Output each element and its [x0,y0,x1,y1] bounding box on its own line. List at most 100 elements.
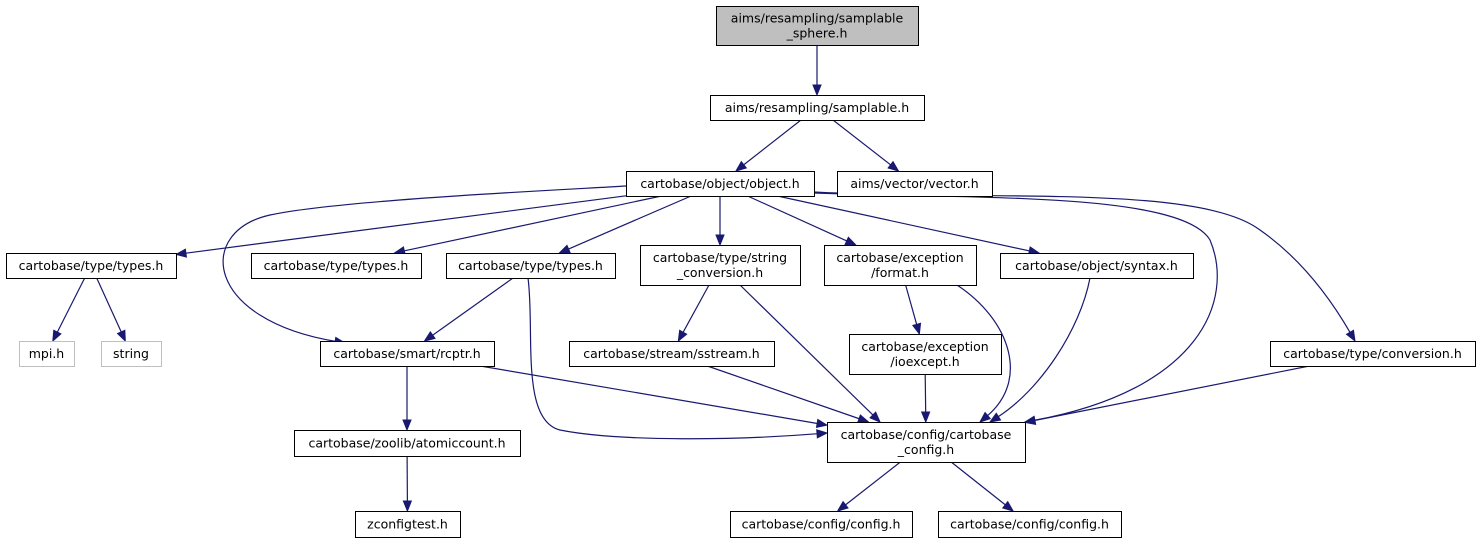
node-box [938,511,1122,538]
edge-line [431,277,514,337]
edge-object-to-cbconfig [813,191,1218,425]
edge-line [747,195,848,242]
node-label: cartobase/object/object.h [640,176,799,191]
edge-samplable-to-vector [832,119,900,172]
edge-line [184,195,627,254]
node-sphere[interactable]: aims/resampling/samplable_sphere.h [716,6,919,46]
node-label: _conversion.h [676,265,763,280]
node-label: zconfigtest.h [367,517,448,532]
edge-line [707,365,861,420]
node-types2[interactable]: cartobase/type/types.h [251,253,422,279]
node-types3[interactable]: cartobase/type/types.h [446,253,616,279]
edge-line [222,185,627,343]
node-label: cartobase/config/cartobase [841,427,1012,442]
node-label: aims/resampling/samplable.h [725,100,909,115]
node-box [355,511,461,538]
edge-arrowhead [844,236,858,246]
edge-object-to-format [747,195,858,246]
node-label: cartobase/zoolib/atomiccount.h [308,436,505,451]
node-sstream[interactable]: cartobase/stream/sstream.h [569,341,775,367]
node-cbconfig[interactable]: cartobase/config/cartobase_config.h [827,422,1026,463]
edge-conversion-to-cbconfig [1023,365,1310,425]
edge-arrowhead [558,244,571,254]
edge-arrowhead [836,500,849,512]
node-label: mpi.h [29,346,64,361]
edge-line [1033,365,1310,422]
node-label: cartobase/smart/rcptr.h [333,346,480,361]
node-strconv[interactable]: cartobase/type/string_conversion.h [640,245,801,286]
edge-line [813,191,1218,421]
node-box [19,341,75,367]
edge-arrowhead [920,411,931,424]
edge-arrowhead [815,418,829,429]
node-vector[interactable]: aims/vector/vector.h [837,171,993,197]
node-box [824,245,977,286]
node-label: string [113,346,149,361]
node-label: _sphere.h [786,26,848,41]
edge-object-to-types2 [393,195,662,256]
edge-arrowhead [715,234,725,247]
node-box [640,245,801,286]
nodes-layer: aims/resampling/samplable_sphere.h aims/r… [6,6,1476,538]
node-label: cartobase/type/types.h [264,258,409,273]
edge-line [956,284,1011,417]
edge-arrowhead [116,329,126,343]
node-zconfig[interactable]: zconfigtest.h [355,511,461,538]
node-ioexcept[interactable]: cartobase/exception/ioexcept.h [849,334,1002,375]
node-label: cartobase/type/types.h [19,258,164,273]
node-label: /format.h [871,265,929,280]
edge-arrowhead [978,411,992,423]
node-box [294,430,521,457]
edge-object-to-strconv [715,196,725,247]
edge-rcptr-to-cbconfig [480,365,829,429]
edge-line [527,277,819,440]
edge-arrowhead [52,329,62,343]
node-format[interactable]: cartobase/exception/format.h [824,245,977,286]
edge-format-to-ioexcept [905,284,922,336]
node-box [730,511,913,538]
edge-arrowhead [911,322,922,336]
node-config2[interactable]: cartobase/config/config.h [938,511,1122,538]
edge-arrowhead [869,411,881,423]
node-label: cartobase/config/config.h [742,517,901,532]
edge-line [905,284,918,326]
edge-line [777,195,1031,252]
node-rcptr[interactable]: cartobase/smart/rcptr.h [320,341,495,367]
node-label: cartobase/type/string [653,250,787,265]
node-string: string [101,341,162,367]
node-box [1000,253,1194,279]
node-samplable[interactable]: aims/resampling/samplable.h [710,95,925,121]
edge-sstream-to-cbconfig [707,365,870,424]
edge-line [924,373,927,414]
node-types1[interactable]: cartobase/type/types.h [6,253,177,279]
node-box [320,341,495,367]
edge-arrowhead [677,329,688,343]
edge-arrowhead [816,429,829,439]
edge-types3-to-rcptr [423,277,514,342]
edge-arrowhead [1023,415,1037,425]
edge-arrowhead [857,414,870,424]
node-atomic[interactable]: cartobase/zoolib/atomiccount.h [294,430,521,457]
edge-arrowhead [1345,329,1356,343]
edge-object-to-types3 [558,195,692,254]
edge-arrowhead [402,419,412,432]
edge-arrowhead [887,160,900,172]
node-box [1270,341,1476,367]
node-config1[interactable]: cartobase/config/config.h [730,511,913,538]
node-syntax[interactable]: cartobase/object/syntax.h [1000,253,1194,279]
node-mpi: mpi.h [19,341,75,367]
edge-line [742,119,802,166]
edge-line [56,277,86,334]
edge-arrowhead [174,248,188,258]
edge-object-to-types1 [174,195,627,258]
node-conversion[interactable]: cartobase/type/conversion.h [1270,341,1476,367]
edge-arrowhead [1001,500,1015,512]
node-label: cartobase/config/config.h [950,517,1109,532]
edge-arrowhead [423,331,436,342]
edge-types3-to-cbconfig [527,277,829,440]
node-label: cartobase/stream/sstream.h [583,346,759,361]
edges-layer [52,45,1356,513]
node-box [626,171,815,197]
node-object[interactable]: cartobase/object/object.h [626,171,815,197]
edge-line [739,284,875,417]
